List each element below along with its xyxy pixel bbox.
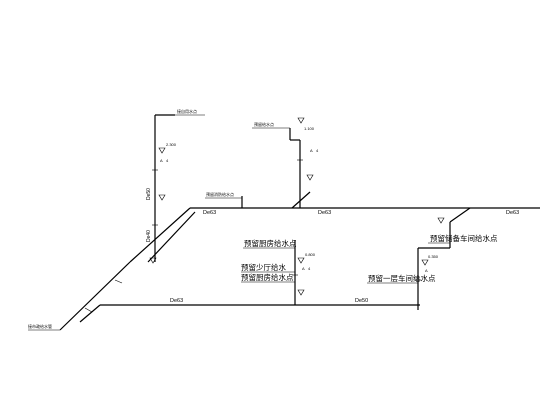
valve-mark: 4 (316, 148, 319, 153)
diagonal-bottom (79, 304, 101, 323)
valve-mark: 4 (166, 158, 169, 163)
elevation-label: 0.350 (428, 254, 439, 259)
callout-label: 接自用水点 (177, 108, 197, 114)
callout-label: 预留少厅给水 (241, 262, 286, 272)
diagonal-main-lower (59, 261, 131, 331)
elevation-label: 2.300 (166, 142, 177, 147)
callout-label: 预留消防给水点 (206, 191, 234, 197)
pipe-size-label: De63 (170, 298, 183, 304)
valve-mark: A (310, 148, 313, 153)
callout-label: 预留厨房给水点 (244, 238, 297, 248)
leader-lines (28, 114, 450, 331)
callout-label: 预留一层车间给水点 (368, 273, 436, 283)
elevation-label: 0.800 (305, 252, 316, 257)
callout-label: 预留厨房给水点 (241, 272, 294, 282)
valve-symbol (149, 117, 445, 296)
pipe-size-label: De63 (506, 210, 519, 216)
pipe-size-label: De63 (203, 210, 216, 216)
elevation-label: 1.100 (304, 126, 315, 131)
pipe-size-label: De50 (355, 298, 368, 304)
valve-mark: A (302, 266, 305, 271)
callout-label: 预留储备车间给水点 (430, 233, 498, 243)
valve-mark: A (425, 268, 428, 273)
callout-label: 预留给水点 (254, 121, 274, 127)
pipe-size-label: De50 (146, 188, 152, 200)
right-riser-diag (449, 207, 471, 223)
diagonal-main-upper (129, 207, 191, 263)
pipe-size-label: De63 (318, 210, 331, 216)
pipe-fittings (84, 159, 421, 313)
valve-mark: A (160, 158, 163, 163)
middle-riser-diag (291, 191, 311, 209)
valve-mark: 4 (308, 266, 311, 271)
callout-label: 接市政给水管 (28, 323, 52, 329)
pipe-size-label: De40 (146, 230, 152, 242)
diagonal-branch (147, 211, 196, 263)
